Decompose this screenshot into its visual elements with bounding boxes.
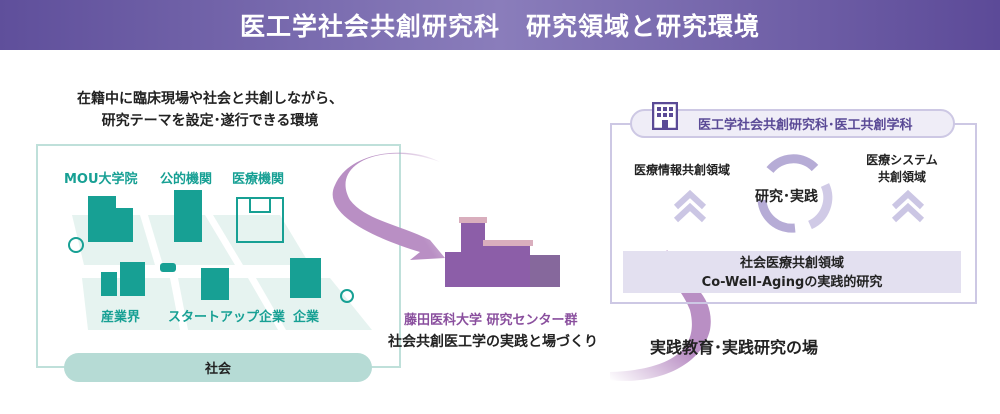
right-domain-line-1: 医療システム xyxy=(866,153,938,167)
label-public-institution: 公的機関 xyxy=(160,172,213,187)
tree-icon xyxy=(340,289,354,303)
practice-label: 実践教育･実践研究の場 xyxy=(650,338,819,357)
society-label: 社会 xyxy=(64,353,372,382)
research-center-name: 藤田医科大学 研究センター群 xyxy=(404,313,578,328)
label-medical-institution: 医療機関 xyxy=(232,172,285,187)
startup-icon xyxy=(201,268,229,300)
research-practice-cycle-icon xyxy=(757,154,833,233)
research-center-caption: 社会共創医工学の実践と場づくり xyxy=(388,334,598,350)
right-domain-line-2: 共創領域 xyxy=(877,170,926,184)
department-header: 医工学社会共創研究科･医工共創学科 xyxy=(630,102,955,138)
label-mou-graduate: MOU大学院 xyxy=(64,172,138,187)
department-title: 医工学社会共創研究科･医工共創学科 xyxy=(698,118,913,133)
chevron-up-icon xyxy=(673,189,925,223)
arrow-to-center xyxy=(332,152,445,260)
band-line-2: Co-Well-Agingの実践的研究 xyxy=(701,275,883,290)
building-icon xyxy=(652,102,678,130)
page-title: 医工学社会共創研究科 研究領域と研究環境 xyxy=(239,12,760,41)
left-domain: 医療情報共創領域 xyxy=(634,163,731,177)
title-banner: 医工学社会共創研究科 研究領域と研究環境 xyxy=(0,0,1000,50)
research-center-building-icon xyxy=(445,217,560,287)
company-icon xyxy=(290,258,321,298)
right-domain: 医療システム 共創領域 xyxy=(862,151,942,185)
label-industry: 産業界 xyxy=(101,310,141,325)
tree-icon xyxy=(68,237,84,253)
intro-line-2: 研究テーマを設定･遂行できる環境 xyxy=(101,113,319,129)
building-icons xyxy=(68,190,354,303)
university-icon xyxy=(88,196,116,242)
label-company: 企業 xyxy=(293,310,320,325)
band-line-1: 社会医療共創領域 xyxy=(739,256,844,271)
public-institution-icon xyxy=(174,190,202,242)
car-icon xyxy=(160,263,176,272)
label-startup: スタートアップ企業 xyxy=(168,310,286,325)
industry-icon xyxy=(101,272,117,296)
social-medical-domain-band: 社会医療共創領域 Co-Well-Agingの実践的研究 xyxy=(623,251,961,293)
cycle-label: 研究･実践 xyxy=(755,189,818,205)
intro-line-1: 在籍中に臨床現場や社会と共創しながら、 xyxy=(77,91,343,107)
